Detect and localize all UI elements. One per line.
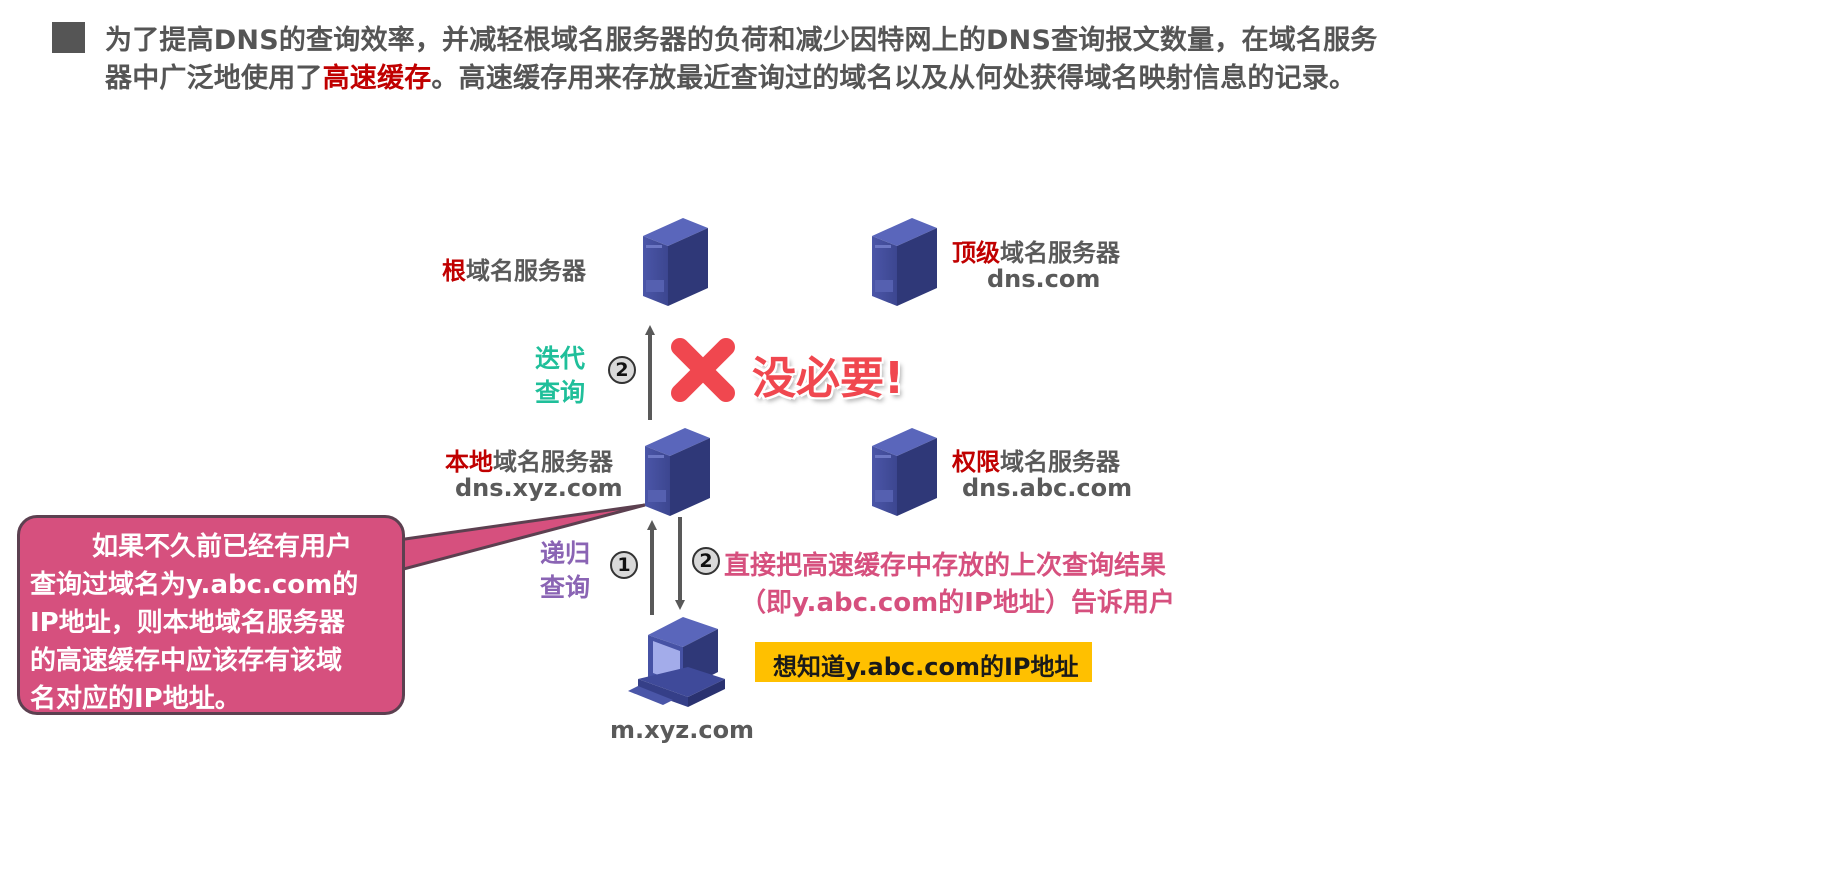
reply-line-1: 直接把高速缓存中存放的上次查询结果 (724, 551, 1167, 581)
header-line-1: 为了提高DNS的查询效率，并减轻根域名服务器的负荷和减少因特网上的DNS查询报文… (105, 25, 1378, 56)
authoritative-highlight: 权限 (952, 448, 1000, 476)
header-line-2-pre: 器中广泛地使用了 (105, 63, 323, 94)
recursive-label-1: 递归 (540, 539, 591, 568)
callout-tail (396, 503, 646, 572)
question-label: 想知道y.abc.com的IP地址 (755, 642, 1092, 682)
recursive-label-2: 查询 (540, 573, 591, 602)
callout-line: 的高速缓存中应该存有该域 (30, 646, 343, 676)
red-x-icon (671, 338, 735, 402)
authoritative-server-host: dns.abc.com (962, 474, 1133, 502)
square-bullet-icon (52, 22, 85, 53)
client-host: m.xyz.com (610, 716, 755, 744)
server-icon-authoritative (872, 428, 937, 516)
iterative-label-2: 查询 (535, 378, 586, 407)
header-line-2-post: 。高速缓存用来存放最近查询过的域名以及从何处获得域名映射信息的记录。 (431, 63, 1357, 94)
tld-label-text: 域名服务器 (1000, 239, 1120, 267)
authoritative-server-label: 权限域名服务器 (952, 442, 1120, 477)
cache-callout: 如果不久前已经有用户 查询过域名为y.abc.com的 IP地址，则本地域名服务… (17, 515, 405, 715)
root-label-text: 域名服务器 (466, 257, 586, 285)
reply-line-2: （即y.abc.com的IP地址）告诉用户 (740, 588, 1175, 618)
callout-line: 如果不久前已经有用户 (92, 532, 353, 562)
local-label-text: 域名服务器 (493, 448, 613, 476)
tld-server-host: dns.com (987, 265, 1101, 293)
server-icon-root (643, 218, 708, 306)
server-icon-tld (872, 218, 937, 306)
callout-line: 查询过域名为y.abc.com的 (30, 570, 359, 600)
authoritative-label-text: 域名服务器 (1000, 448, 1120, 476)
header-line-2: 器中广泛地使用了高速缓存。高速缓存用来存放最近查询过的域名以及从何处获得域名映射… (105, 56, 1356, 95)
callout-line: 名对应的IP地址。 (30, 684, 241, 714)
header-highlight: 高速缓存 (322, 63, 432, 94)
server-icon-local (645, 428, 710, 516)
question-label-text: 想知道y.abc.com的IP地址 (773, 653, 1079, 681)
callout-line: IP地址，则本地域名服务器 (30, 608, 345, 638)
reply-step-badge: 2 (692, 547, 720, 575)
local-server-label: 本地域名服务器 (445, 442, 613, 477)
iterative-label-1: 迭代 (535, 344, 586, 373)
verdict-text: 没必要! (752, 353, 905, 404)
root-highlight: 根 (442, 257, 466, 285)
iterative-step-badge: 2 (608, 356, 636, 384)
computer-icon (628, 617, 725, 707)
tld-highlight: 顶级 (952, 239, 1000, 267)
local-server-host: dns.xyz.com (455, 474, 623, 502)
recursive-step-badge: 1 (610, 551, 638, 579)
tld-server-label: 顶级域名服务器 (952, 233, 1120, 268)
local-highlight: 本地 (445, 448, 493, 476)
root-server-label: 根域名服务器 (442, 251, 586, 286)
